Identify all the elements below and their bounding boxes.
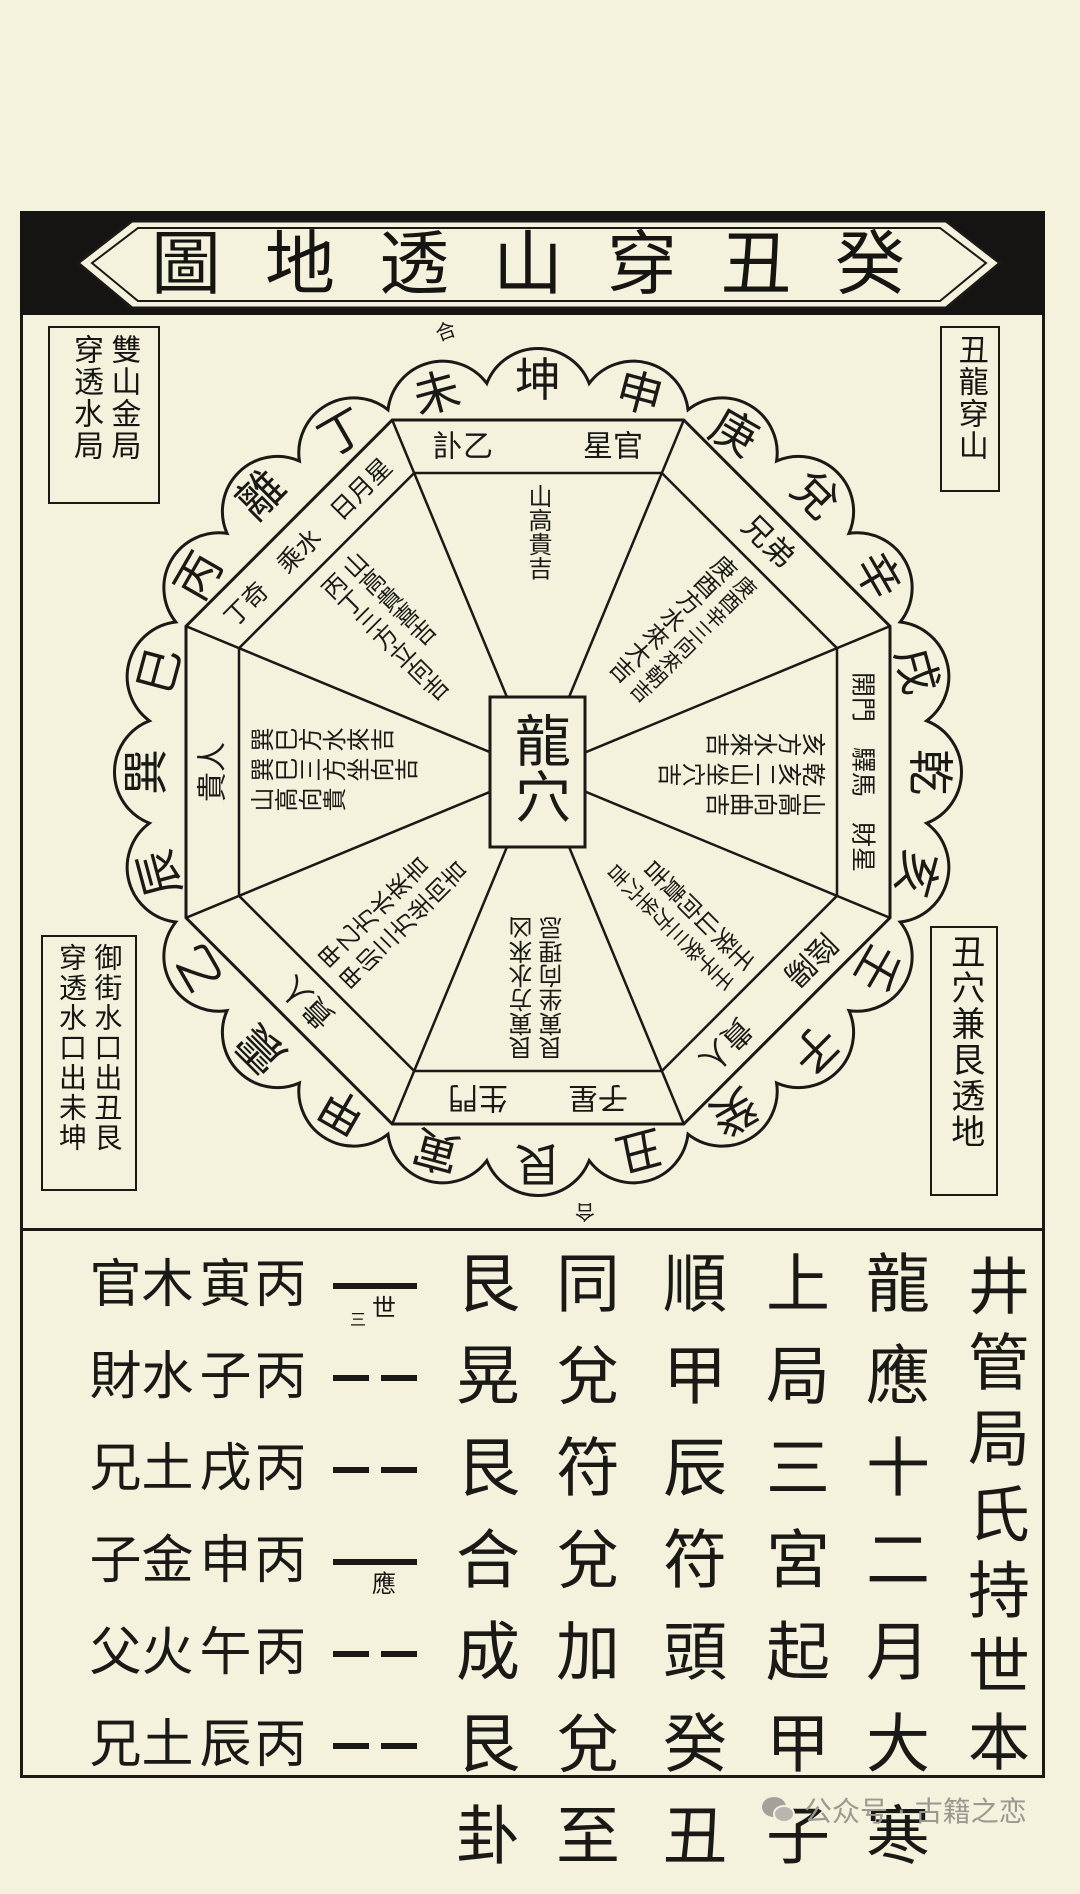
- yin-line-segment: [381, 1743, 417, 1749]
- yin-line-segment: [381, 1375, 417, 1381]
- yin-line-segment: [381, 1467, 417, 1473]
- sector-divider: [185, 770, 539, 919]
- shi-number: 三: [350, 1310, 367, 1329]
- mountain-label: 震: [225, 1014, 296, 1085]
- mountain-label: 亥: [885, 844, 949, 902]
- sector-text-column: 巽巳方水來吉: [250, 728, 394, 756]
- mountain-label: 未: [407, 361, 465, 425]
- sector-band-text: 子星 生門: [448, 1080, 628, 1115]
- table-column-branch: 寅子戌申午辰: [190, 1256, 250, 1808]
- table-column-relation: 官財兄子父兄: [80, 1256, 140, 1808]
- sector-text-column: 山高向貴: [250, 788, 346, 816]
- mountain-label: 丙: [164, 543, 234, 610]
- page-title: 癸丑穿山透地圖: [151, 223, 949, 305]
- text-column-5: 同兌符兌加兌至: [545, 1250, 619, 1894]
- note-line: 穿透水局: [68, 334, 103, 462]
- scalloped-ring: [112, 346, 964, 1198]
- sector-band-text: 訃乙 星官: [433, 430, 643, 465]
- sector-text-column: 巽巳三方坐向吉: [250, 758, 418, 786]
- table-column-element: 木水土金火土: [132, 1256, 192, 1808]
- sector-text-column: 山高貴吉: [524, 484, 552, 580]
- mountain-label: 巽: [119, 749, 173, 795]
- sector: 子星 生門 艮寅方水來凶艮寅坐向理忌: [448, 916, 628, 1115]
- mountain-label: 丁: [309, 398, 376, 468]
- ring-mark: 合: [432, 317, 459, 346]
- mountain-label: 庚: [701, 398, 768, 468]
- shi-label: 世: [372, 1294, 396, 1322]
- note-line: 御街水口出丑艮: [90, 943, 124, 1153]
- sector-band-text: 貴人: [196, 742, 231, 802]
- sector-band-text: 貴人: [275, 968, 342, 1035]
- mountain-label: 丑: [610, 1119, 668, 1183]
- yin-line-segment: [333, 1375, 369, 1381]
- sector-divider: [185, 625, 539, 774]
- mountain-label: 壬: [843, 935, 913, 1002]
- mountain-label: 離: [225, 459, 296, 530]
- mountain-label: 甲: [309, 1077, 376, 1147]
- note-top-right: 丑龍穿山: [940, 326, 1000, 492]
- sector-text-column: 乾亥二山坐穴吉: [658, 758, 826, 786]
- compass-diagram: 坤申庚兌辛戌乾亥壬子癸丑艮寅甲震乙辰巽巳丙離丁未合合訃乙 星官山高貴吉兄弟庚酉辛…: [112, 317, 964, 1224]
- yin-line-segment: [333, 1651, 369, 1657]
- sector-band-text: 開門 驛馬 財星: [849, 672, 878, 872]
- note-bottom-left: 御街水口出丑艮 穿透水口出未坤: [41, 935, 137, 1191]
- mountain-label: 戌: [885, 641, 949, 699]
- yang-line: [333, 1283, 417, 1289]
- mountain-label: 坤: [515, 353, 561, 407]
- note-line: 穿透水口出未坤: [55, 943, 88, 1153]
- sector-text-column: 山高向曲吉: [706, 788, 826, 816]
- sector: 貴人巽巳方水來吉巽巳三方坐向吉山高向貴: [196, 728, 419, 816]
- sector-text-column: 艮寅方水來凶: [509, 916, 537, 1060]
- yin-line-segment: [333, 1467, 369, 1473]
- frame-divider: [20, 1228, 1045, 1231]
- sector-divider: [537, 625, 891, 774]
- mountain-label: 辰: [127, 844, 191, 902]
- sector-band-text: 兄弟: [734, 509, 801, 576]
- ring-mark: 合: [575, 1200, 595, 1224]
- mountain-label: 巳: [127, 641, 191, 699]
- mountain-label: 子: [780, 1014, 851, 1085]
- yin-line-segment: [333, 1743, 369, 1749]
- table-column-stem: 丙丙丙丙丙丙: [245, 1256, 305, 1808]
- center-box: [488, 695, 587, 849]
- mountain-label: 艮: [515, 1137, 561, 1191]
- mountain-label: 兌: [780, 459, 851, 530]
- mountain-label: 申: [610, 361, 668, 425]
- watermark: 公众号 · 古籍之恋: [760, 1790, 1027, 1830]
- ying-label: 應: [372, 1570, 396, 1598]
- mountain-label: 寅: [407, 1119, 465, 1183]
- text-column-6: 艮晃艮合成艮卦: [445, 1250, 519, 1894]
- yang-line: [333, 1559, 417, 1565]
- mountain-label: 乙: [164, 935, 234, 1002]
- text-column-4: 順甲辰符頭癸丑: [652, 1250, 726, 1894]
- note-line: 雙山金局: [105, 334, 141, 462]
- title-cartouche: [75, 219, 1003, 310]
- note-line: 丑龍穿山: [952, 334, 988, 462]
- sector-divider: [537, 770, 891, 919]
- text-column-3: 上局三宮起甲子: [755, 1250, 829, 1894]
- note-top-left: 雙山金局 穿透水局: [48, 326, 160, 504]
- note-bottom-right: 丑穴兼艮透地: [930, 926, 998, 1196]
- sector-text-column: 艮寅坐向理忌: [539, 916, 567, 1060]
- mountain-label: 癸: [701, 1077, 768, 1147]
- center-label: 龍穴: [506, 712, 571, 824]
- note-line: 丑穴兼艮透地: [944, 934, 985, 1150]
- watermark-text: 公众号 · 古籍之恋: [804, 1795, 1027, 1828]
- yin-line-segment: [381, 1651, 417, 1657]
- mountain-label: 辛: [843, 543, 913, 610]
- sector-text-column: 亥方水來吉: [706, 728, 826, 756]
- text-column-2: 龍應十二月大寒: [855, 1250, 929, 1894]
- wechat-icon: [762, 1797, 795, 1823]
- text-column-1: 井管局氏持世本: [957, 1254, 1030, 1786]
- mountain-label: 乾: [903, 749, 957, 795]
